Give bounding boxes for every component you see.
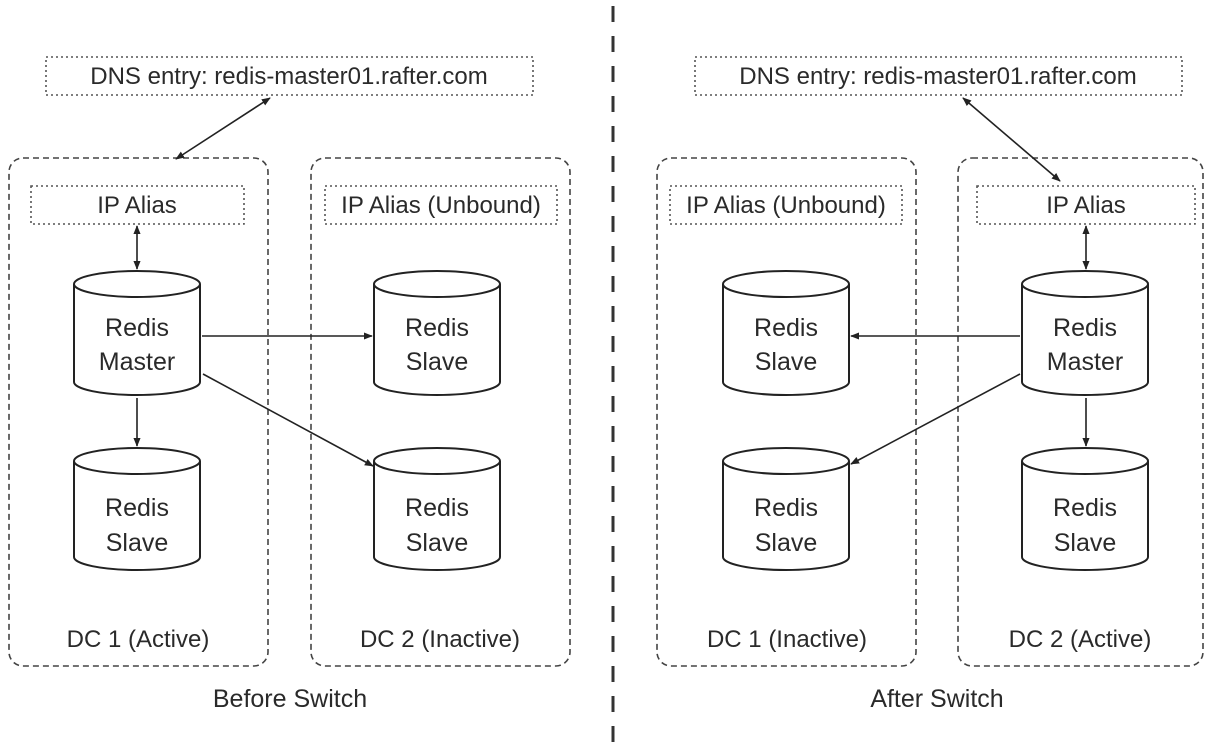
master-to-remote-slave-arrow-2 bbox=[202, 373, 374, 467]
db-label-line2: Slave bbox=[755, 529, 818, 557]
db-label-line2: Master bbox=[99, 348, 175, 376]
redis-master-db-left: Redis Master bbox=[73, 270, 201, 396]
redis-slave-db-left-dc1: Redis Slave bbox=[73, 447, 201, 571]
db-label-line2: Slave bbox=[106, 529, 169, 557]
before-switch-caption: Before Switch bbox=[213, 685, 367, 713]
dc1-container bbox=[656, 157, 917, 667]
redis-slave-db-right-dc1-top: Redis Slave bbox=[722, 270, 850, 396]
dns-to-alias-arrow bbox=[175, 97, 271, 160]
ip-alias-unbound-label: IP Alias (Unbound) bbox=[341, 192, 541, 219]
db-label-line2: Slave bbox=[1054, 529, 1117, 557]
ip-alias-left-dc1: IP Alias bbox=[30, 185, 245, 225]
db-label-line1: Redis bbox=[105, 494, 169, 522]
dc1-label: DC 1 (Inactive) bbox=[707, 626, 867, 653]
dc1-label: DC 1 (Active) bbox=[67, 626, 210, 653]
db-label-line1: Redis bbox=[405, 494, 469, 522]
db-label-line1: Redis bbox=[1053, 494, 1117, 522]
dns-entry-right: DNS entry: redis-master01.rafter.com bbox=[694, 56, 1183, 96]
db-label-line2: Slave bbox=[406, 348, 469, 376]
dc2-container bbox=[310, 157, 571, 667]
redis-slave-db-right-dc2: Redis Slave bbox=[1021, 447, 1149, 571]
ip-alias-label: IP Alias bbox=[1046, 192, 1126, 219]
ip-alias-right-dc1: IP Alias (Unbound) bbox=[669, 185, 903, 225]
master-to-remote-slave-arrow-2 bbox=[850, 373, 1021, 465]
db-label-line2: Slave bbox=[406, 529, 469, 557]
redis-slave-db-left-dc2-bottom: Redis Slave bbox=[373, 447, 501, 571]
ip-alias-right-dc2: IP Alias bbox=[976, 185, 1196, 225]
db-label-line2: Slave bbox=[755, 348, 818, 376]
dc1-container bbox=[8, 157, 269, 667]
db-label-line1: Redis bbox=[754, 494, 818, 522]
ip-alias-label: IP Alias bbox=[97, 192, 177, 219]
dc2-label: DC 2 (Active) bbox=[1009, 626, 1152, 653]
after-switch-caption: After Switch bbox=[870, 685, 1003, 713]
db-label-line1: Redis bbox=[105, 314, 169, 342]
db-label-line1: Redis bbox=[1053, 314, 1117, 342]
db-label-line2: Master bbox=[1047, 348, 1123, 376]
dc2-label: DC 2 (Inactive) bbox=[360, 626, 520, 653]
redis-slave-db-right-dc1-bottom: Redis Slave bbox=[722, 447, 850, 571]
dc2-container bbox=[957, 157, 1204, 667]
dns-entry-label: DNS entry: redis-master01.rafter.com bbox=[90, 63, 487, 90]
dns-to-alias-arrow bbox=[962, 97, 1061, 182]
dns-entry-label: DNS entry: redis-master01.rafter.com bbox=[739, 63, 1136, 90]
ip-alias-left-dc2: IP Alias (Unbound) bbox=[324, 185, 558, 225]
redis-slave-db-left-dc2-top: Redis Slave bbox=[373, 270, 501, 396]
dns-entry-left: DNS entry: redis-master01.rafter.com bbox=[45, 56, 534, 96]
before-switch-panel: DNS entry: redis-master01.rafter.com IP … bbox=[8, 56, 571, 713]
db-label-line1: Redis bbox=[754, 314, 818, 342]
db-label-line1: Redis bbox=[405, 314, 469, 342]
ip-alias-unbound-label: IP Alias (Unbound) bbox=[686, 192, 886, 219]
redis-master-db-right: Redis Master bbox=[1021, 270, 1149, 396]
after-switch-panel: DNS entry: redis-master01.rafter.com IP … bbox=[656, 56, 1204, 713]
